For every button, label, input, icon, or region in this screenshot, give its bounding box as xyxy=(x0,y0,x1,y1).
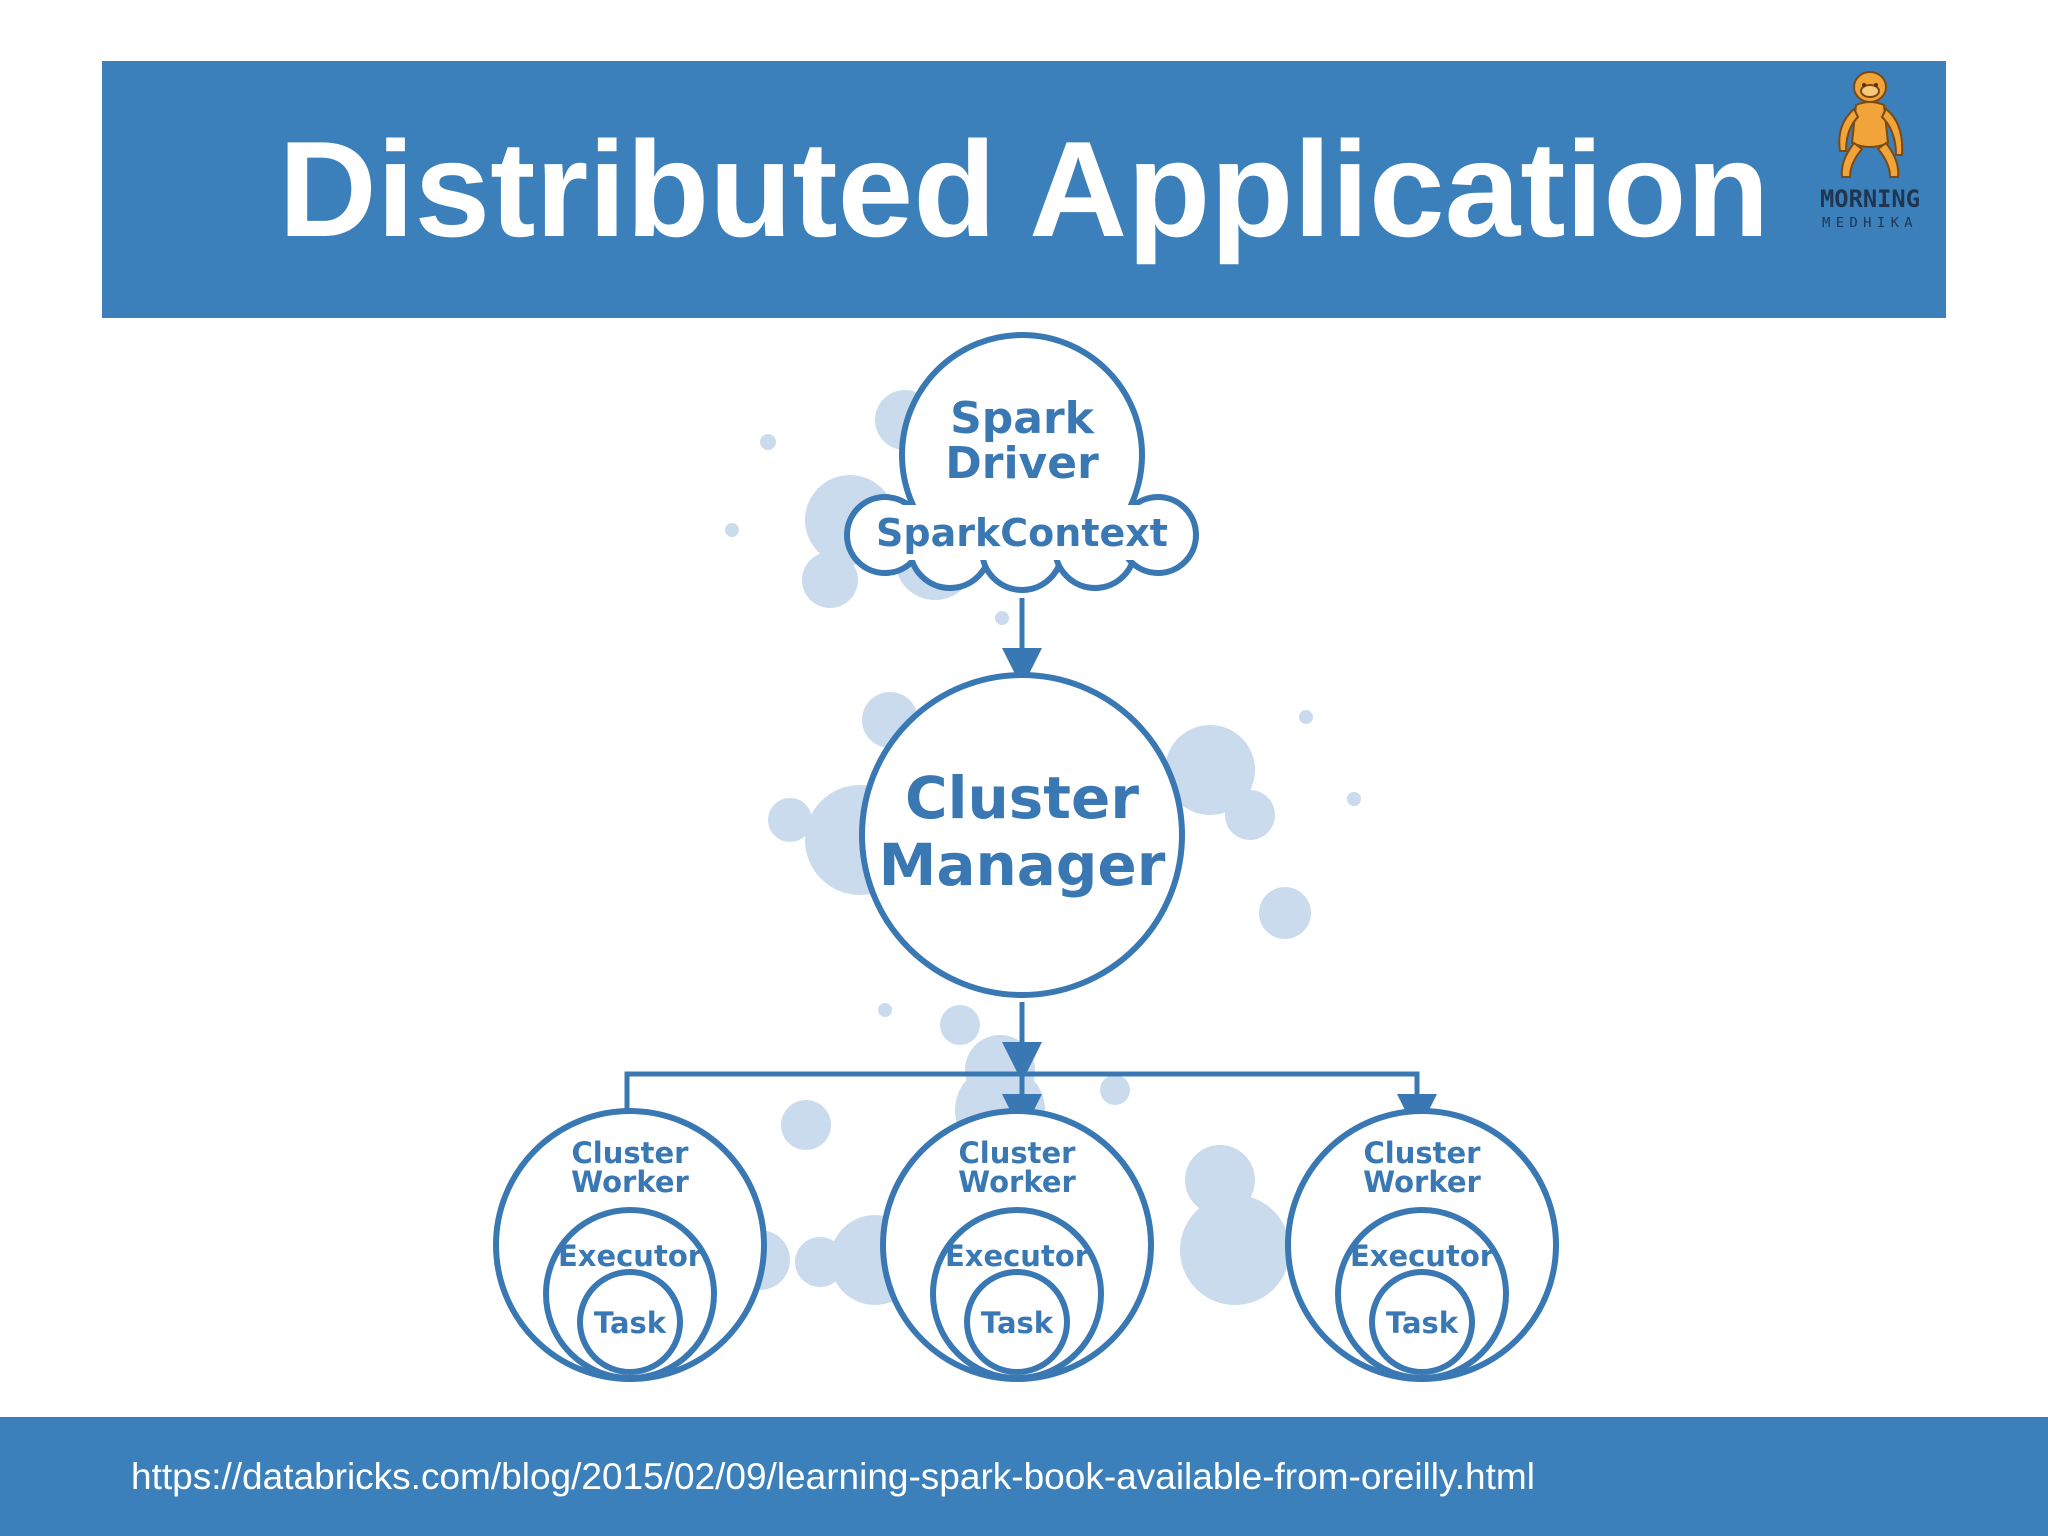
worker-label-line1: Cluster xyxy=(572,1136,690,1170)
driver-label-line1: Spark xyxy=(950,393,1096,444)
slide-title: Distributed Application xyxy=(278,113,1770,265)
task-label: Task xyxy=(594,1306,667,1340)
driver-label-line2: Driver xyxy=(945,438,1099,489)
connector-lines xyxy=(624,598,1437,1134)
cluster-worker-node: Cluster Worker Executor Task xyxy=(1285,1108,1559,1382)
executor-label: Executor xyxy=(558,1239,703,1273)
task-label: Task xyxy=(981,1306,1054,1340)
footer-bar: https://databricks.com/blog/2015/02/09/l… xyxy=(0,1417,2048,1536)
worker-label-line2: Worker xyxy=(1363,1165,1481,1199)
logo-wordmark: MORNING xyxy=(1820,185,1920,213)
task-label: Task xyxy=(1386,1306,1459,1340)
title-bar: Distributed Application MORNING MEDHIKA xyxy=(102,61,1946,318)
executor-label: Executor xyxy=(945,1239,1090,1273)
worker-label-line1: Cluster xyxy=(1364,1136,1482,1170)
worker-label-line2: Worker xyxy=(571,1165,689,1199)
morning-monkey-logo-icon: MORNING MEDHIKA xyxy=(1820,71,1920,231)
spark-driver-node: Spark Driver SparkContext xyxy=(844,332,1199,593)
manager-label-line2: Manager xyxy=(879,831,1166,899)
spark-architecture-diagram: Spark Driver SparkContext Cluster Manage… xyxy=(493,332,1559,1382)
logo-sub-wordmark: MEDHIKA xyxy=(1822,216,1918,231)
worker-label-line1: Cluster xyxy=(959,1136,1077,1170)
cluster-worker-node: Cluster Worker Executor Task xyxy=(493,1108,767,1382)
source-url-link[interactable]: https://databricks.com/blog/2015/02/09/l… xyxy=(131,1456,1535,1497)
cluster-manager-node: Cluster Manager xyxy=(859,672,1185,998)
cluster-worker-node: Cluster Worker Executor Task xyxy=(880,1108,1154,1382)
worker-label-line2: Worker xyxy=(958,1165,1076,1199)
executor-label: Executor xyxy=(1350,1239,1495,1273)
spark-context-label: SparkContext xyxy=(876,511,1168,555)
manager-label-line1: Cluster xyxy=(905,764,1139,832)
